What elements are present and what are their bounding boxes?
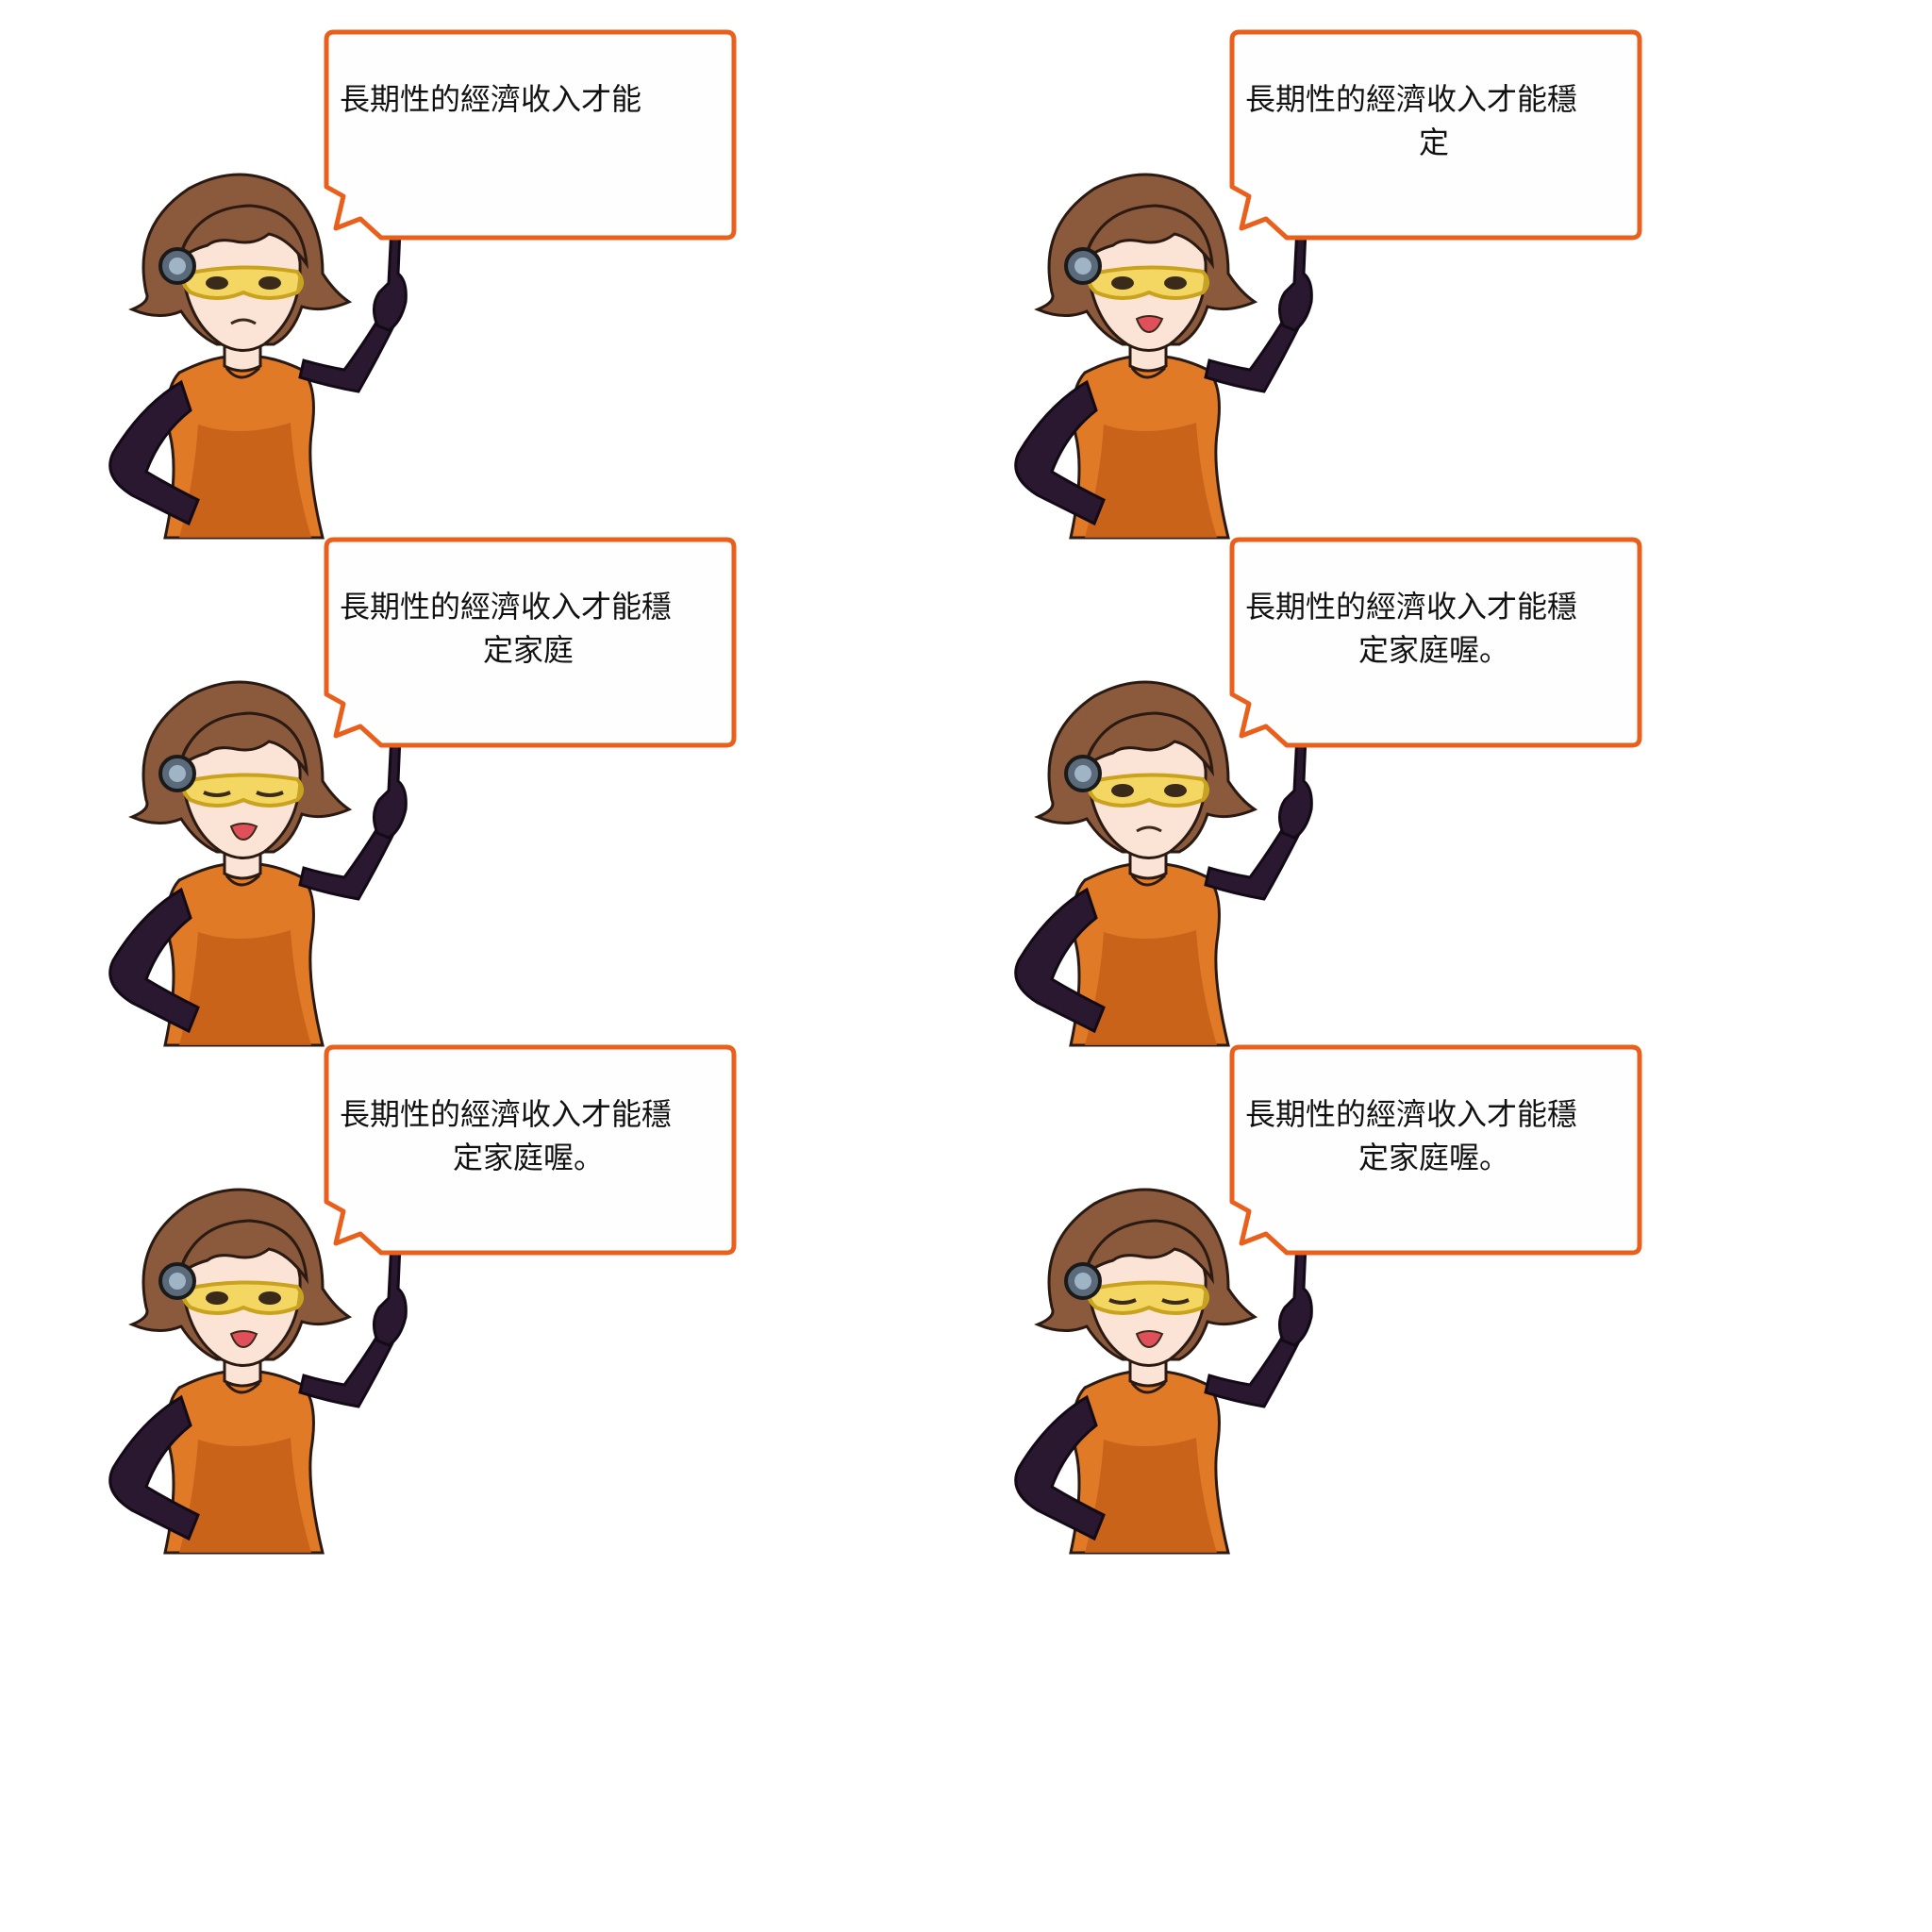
dialogue-text: 長期性的經濟收入才能穩 定家庭喔。 xyxy=(1245,1092,1623,1179)
panel-1: 長期性的經濟收入才能 xyxy=(75,28,737,540)
goggles xyxy=(181,773,304,808)
dialogue-text: 長期性的經濟收入才能穩 定家庭 xyxy=(340,585,717,672)
dialogue-line-1: 長期性的經濟收入才能穩 xyxy=(1245,1096,1578,1132)
dialogue-text: 長期性的經濟收入才能穩 定家庭喔。 xyxy=(340,1092,717,1179)
left-glove xyxy=(1014,887,1106,1034)
character-sprite xyxy=(1014,680,1313,1047)
speech-bubble-shape xyxy=(1229,29,1642,241)
eyes xyxy=(1111,276,1187,290)
speech-bubble: 長期性的經濟收入才能穩 定家庭喔。 xyxy=(323,1043,738,1256)
dialogue-line-2: 定家庭 xyxy=(482,632,574,668)
left-glove xyxy=(108,379,200,526)
speech-bubble-shape xyxy=(324,1044,737,1256)
speech-bubble-shape xyxy=(324,537,737,748)
speech-bubble-shape xyxy=(1229,537,1642,748)
mouth-open xyxy=(1135,1330,1164,1349)
dialogue-line-1: 長期性的經濟收入才能穩 xyxy=(1245,589,1578,625)
character-sprite xyxy=(108,1188,408,1555)
goggles xyxy=(1087,1280,1209,1315)
dialogue-line-1: 長期性的經濟收入才能穩 xyxy=(340,1096,673,1132)
speech-bubble: 長期性的經濟收入才能穩 定家庭喔。 xyxy=(1228,1043,1643,1256)
mouth xyxy=(230,318,257,325)
dialogue-text: 長期性的經濟收入才能 xyxy=(340,77,717,121)
goggles xyxy=(181,1280,304,1315)
left-glove xyxy=(1014,1394,1106,1541)
panel-3: 長期性的經濟收入才能穩 定家庭 xyxy=(75,536,737,1047)
mouth-open xyxy=(1135,315,1164,334)
goggles xyxy=(181,265,304,300)
speech-bubble-shape xyxy=(1229,1044,1642,1256)
dialogue-line-2: 定家庭喔。 xyxy=(1357,632,1509,668)
character-sprite xyxy=(1014,1188,1313,1555)
character-sprite xyxy=(108,680,408,1047)
left-glove xyxy=(108,1394,200,1541)
speech-bubble: 長期性的經濟收入才能穩 定 xyxy=(1228,28,1643,241)
panel-4: 長期性的經濟收入才能穩 定家庭喔。 xyxy=(981,536,1642,1047)
dialogue-text: 長期性的經濟收入才能穩 定家庭喔。 xyxy=(1245,585,1623,672)
speech-bubble: 長期性的經濟收入才能穩 定家庭 xyxy=(323,536,738,748)
speech-bubble: 長期性的經濟收入才能 xyxy=(323,28,738,241)
eyes-closed xyxy=(203,791,284,797)
left-glove xyxy=(108,887,200,1034)
left-glove xyxy=(1014,379,1106,526)
panel-2: 長期性的經濟收入才能穩 定 xyxy=(981,28,1642,540)
eyes xyxy=(1111,784,1187,797)
eyes-closed xyxy=(1108,1298,1190,1305)
mouth-open xyxy=(229,823,258,841)
dialogue-line-2: 定家庭喔。 xyxy=(1357,1140,1509,1175)
dialogue-line-2: 定 xyxy=(1418,125,1449,160)
speech-bubble: 長期性的經濟收入才能穩 定家庭喔。 xyxy=(1228,536,1643,748)
goggles xyxy=(1087,773,1209,808)
dialogue-line-2: 定家庭喔。 xyxy=(452,1140,604,1175)
character-sprite xyxy=(1014,173,1313,540)
speech-bubble-shape xyxy=(324,29,737,241)
mouth xyxy=(1136,825,1162,833)
dialogue-text: 長期性的經濟收入才能穩 定 xyxy=(1245,77,1623,164)
character-sprite xyxy=(108,173,408,540)
eyes xyxy=(206,1291,281,1305)
dialogue-line-1: 長期性的經濟收入才能穩 xyxy=(340,589,673,625)
mouth-open xyxy=(229,1330,258,1349)
eyes xyxy=(206,276,281,290)
panel-5: 長期性的經濟收入才能穩 定家庭喔。 xyxy=(75,1043,737,1555)
goggles xyxy=(1087,265,1209,300)
dialogue-line-1: 長期性的經濟收入才能穩 xyxy=(1245,81,1578,117)
dialogue-line-1: 長期性的經濟收入才能 xyxy=(340,81,642,117)
panel-6: 長期性的經濟收入才能穩 定家庭喔。 xyxy=(981,1043,1642,1555)
